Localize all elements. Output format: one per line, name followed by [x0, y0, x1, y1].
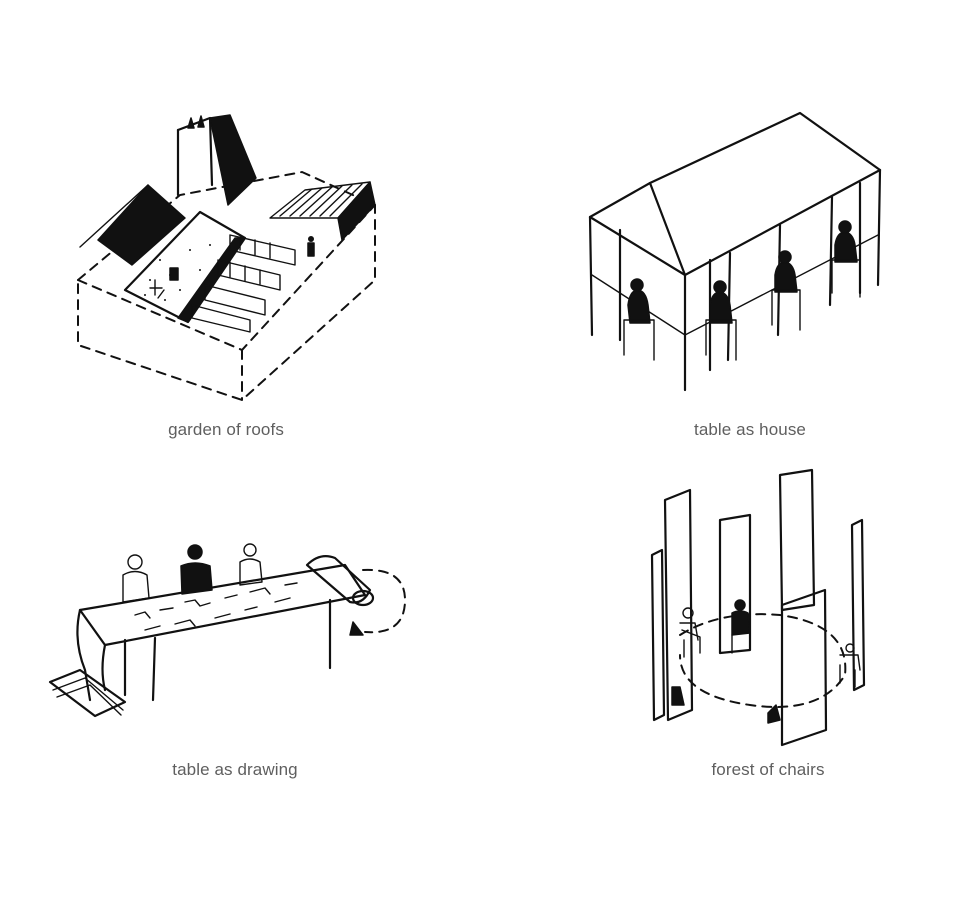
forest-of-chairs-sketch: [640, 465, 880, 750]
caption-table-as-drawing: table as drawing: [172, 760, 298, 779]
table-as-drawing-sketch: [45, 540, 415, 725]
caption-garden-of-roofs: garden of roofs: [168, 420, 284, 439]
table-as-house-sketch: [580, 105, 890, 395]
garden-of-roofs-sketch: [70, 100, 390, 410]
caption-forest-of-chairs: forest of chairs: [711, 760, 825, 779]
caption-table-as-house: table as house: [694, 420, 806, 439]
